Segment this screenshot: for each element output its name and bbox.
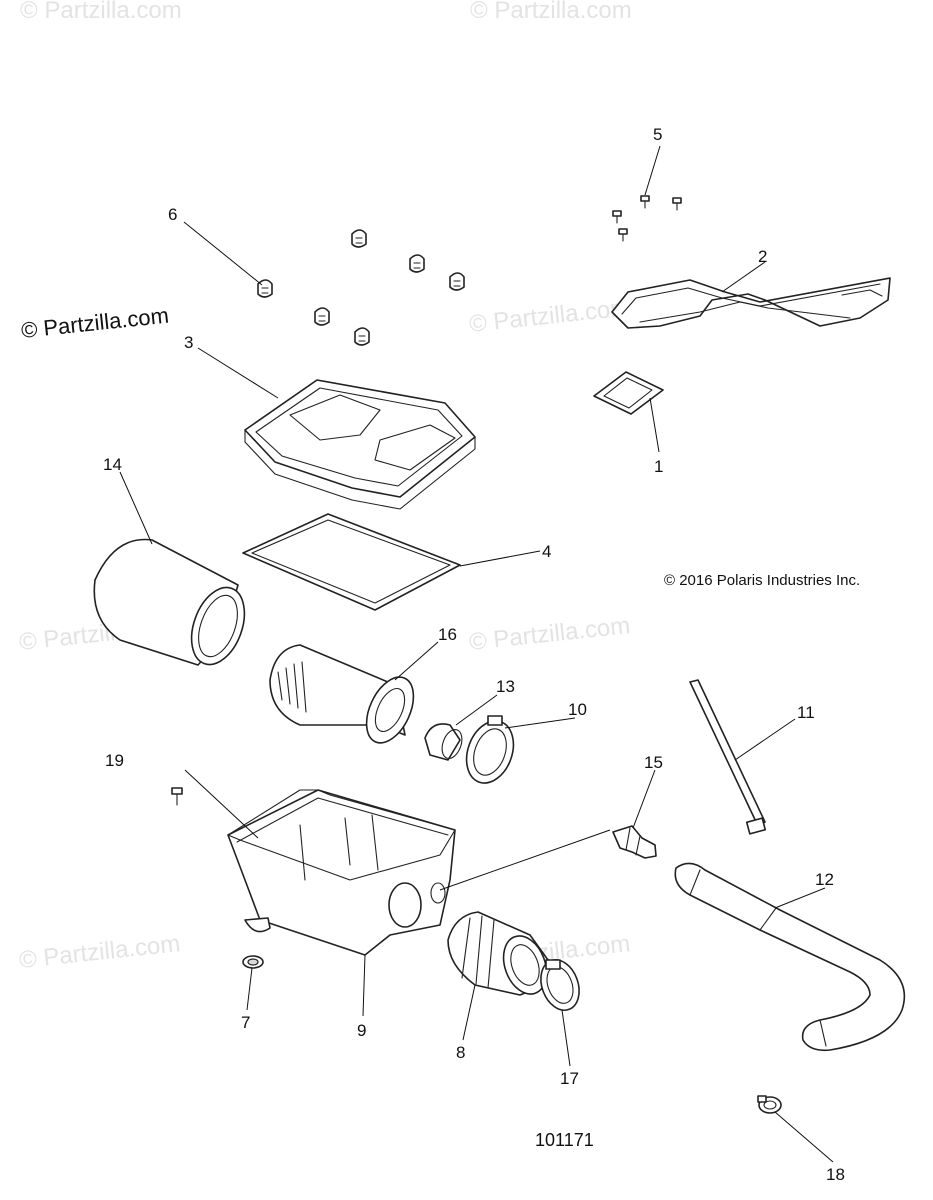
callout-8: 8 [456, 1043, 465, 1062]
callout-9: 9 [357, 1021, 366, 1040]
part-8-outlet-boot [447, 911, 549, 996]
callout-10: 10 [568, 700, 587, 719]
part-4-cover-seal [242, 513, 461, 611]
callout-7: 7 [241, 1013, 250, 1032]
callout-2: 2 [758, 247, 767, 266]
part-11-breather-tube [689, 679, 767, 835]
callout-3: 3 [184, 333, 193, 352]
part-13-coupler-ring [424, 723, 463, 761]
watermark-text: © Partzilla.com [468, 294, 632, 338]
part-7-grommet [242, 955, 264, 969]
callout-5: 5 [653, 125, 662, 144]
leader-lines [119, 145, 834, 1163]
part-16-air-filter [269, 644, 415, 744]
callout-1: 1 [654, 457, 663, 476]
callout-4: 4 [542, 542, 551, 561]
callout-16: 16 [438, 625, 457, 644]
part-12-drain-hose [674, 862, 906, 1052]
callout-11: 11 [797, 703, 815, 722]
part-5-screws [612, 195, 682, 242]
watermark-text: © Partzilla.com [470, 0, 632, 24]
part-19-screw [171, 787, 183, 806]
watermark-text: © Partzilla.com [468, 612, 632, 656]
callout-13: 13 [496, 677, 515, 696]
part-1-duct-gasket [593, 371, 664, 415]
partzilla-label: © Partzilla.com [20, 303, 170, 343]
part-9-airbox [227, 789, 456, 956]
part-14-prefilter-sleeve [93, 538, 246, 666]
watermark-text: © Partzilla.com [18, 930, 182, 974]
part-17-hose-clamp [540, 959, 580, 1011]
part-6-clips [257, 229, 465, 346]
callout-6: 6 [168, 205, 177, 224]
watermark-text: © Partzilla.com [20, 0, 182, 24]
callout-14: 14 [103, 455, 122, 474]
callout-17: 17 [560, 1069, 579, 1088]
diagram-number: 101171 [535, 1130, 594, 1150]
callout-labels: 5 2 1 3 6 4 14 16 13 10 11 15 19 12 7 9 … [103, 125, 845, 1184]
callout-12: 12 [815, 870, 834, 889]
copyright-text: © 2016 Polaris Industries Inc. [664, 572, 860, 589]
callout-18: 18 [826, 1165, 845, 1184]
part-2-intake-duct [611, 277, 891, 329]
callout-19: 19 [105, 751, 124, 770]
part-3-airbox-cover [244, 379, 476, 510]
callout-15: 15 [644, 753, 663, 772]
part-15-drain-valve [612, 825, 657, 859]
part-10-hose-clamp [465, 715, 515, 784]
part-18-small-clamp [757, 1095, 782, 1114]
